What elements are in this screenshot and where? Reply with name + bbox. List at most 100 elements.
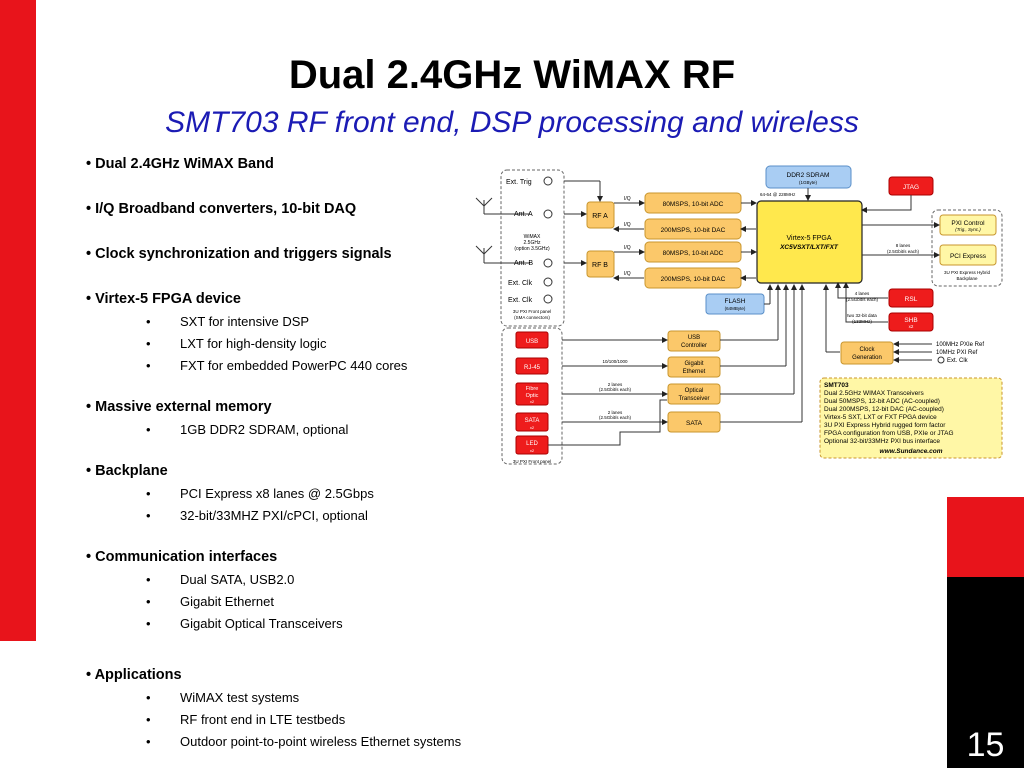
iq-label: I/Q bbox=[624, 196, 631, 202]
rj45-connector-label: RJ-45 bbox=[524, 365, 541, 371]
iq-label: I/Q bbox=[624, 271, 631, 277]
rf-a-label: RF A bbox=[592, 213, 608, 220]
fibre-optic-label: Fibre bbox=[526, 386, 539, 392]
led-connector-count-label: x2 bbox=[530, 448, 535, 453]
gigabit-ethernet-block bbox=[667, 356, 721, 378]
rj45-connector bbox=[515, 357, 549, 375]
bullet-dot: • bbox=[86, 291, 96, 307]
sata-connector-count-label: x2 bbox=[530, 425, 535, 430]
sub-bullet: Outdoor point-to-point wireless Ethernet… bbox=[86, 731, 516, 753]
rsl-lanes-sub-label: (2.5Gbit/s each) bbox=[846, 297, 879, 302]
gigabit-ethernet-sub-label: Ethernet bbox=[683, 369, 706, 375]
bullet-heading: • I/Q Broadband converters, 10-bit DAQ bbox=[86, 201, 516, 218]
clock-generation-label: Clock bbox=[859, 347, 875, 353]
pci-express-label: PCI Express bbox=[950, 253, 987, 260]
pci-express-block bbox=[939, 244, 997, 266]
rsl-lanes-label: 4 lanes bbox=[855, 291, 870, 296]
backplane-label: 3U PXI Express Hybrid bbox=[944, 270, 991, 275]
flash-size-label: (64MByte) bbox=[725, 306, 746, 311]
bullet-text: Communication interfaces bbox=[95, 549, 278, 565]
antenna-icon bbox=[475, 245, 530, 264]
gigabit-ethernet-label: Gigabit bbox=[684, 361, 703, 367]
bullet-dot: • bbox=[86, 667, 95, 683]
pcie-lanes-sub-label: (2.5Gbit/s each) bbox=[887, 249, 920, 254]
bullet-text: Virtex-5 FPGA device bbox=[95, 291, 241, 307]
pxi-control-sub-label: (Trig., Sync.) bbox=[955, 227, 981, 232]
fpga-block bbox=[756, 200, 863, 284]
shb-bus-label: two 32-bit data bbox=[847, 313, 877, 318]
iq-label: I/Q bbox=[624, 222, 631, 228]
bullet-heading: • Dual 2.4GHz WiMAX Band bbox=[86, 156, 516, 173]
ant-b-label: Ant. B bbox=[514, 260, 533, 267]
fpga-part-label: XC5VSXT/LXT/FXT bbox=[779, 244, 839, 251]
pxi-ref-label: 10MHz PXI Ref bbox=[936, 350, 978, 356]
bullet-heading: • Massive external memory bbox=[86, 399, 516, 416]
spec-lines: SMT703 Dual 2.5GHz WIMAX Transceivers Du… bbox=[824, 382, 954, 445]
ext-clk-label: Ext. Clk bbox=[508, 297, 533, 304]
sub-bullet: WiMAX test systems bbox=[86, 687, 516, 709]
backplane-sub-label: Backplane bbox=[956, 276, 978, 281]
block-diagram: Ext. Trig Ant. A WiMAX 2.5GHz (option 3.… bbox=[475, 165, 1003, 465]
usb-controller-sub-label: Controller bbox=[681, 343, 707, 349]
spec-line: Virtex-5 SXT, LXT or FXT FPGA device bbox=[824, 414, 937, 421]
optical-transceiver-label: Optical bbox=[685, 388, 704, 394]
rsl-block bbox=[888, 288, 934, 308]
sub-bullet: Gigabit Ethernet bbox=[86, 591, 516, 613]
jtag-label: JTAG bbox=[903, 184, 919, 191]
connector-icon bbox=[543, 176, 553, 186]
bullet-dot: • bbox=[86, 201, 96, 217]
flash-label: FLASH bbox=[725, 298, 746, 305]
sub-bullet: 32-bit/33MHZ PXI/cPCI, optional bbox=[86, 505, 516, 527]
rf-b-block bbox=[586, 250, 615, 278]
optical-lanes-label: 2 lanes bbox=[608, 382, 623, 387]
bullet-heading: • Communication interfaces bbox=[86, 549, 516, 566]
bullet-text: Backplane bbox=[95, 463, 168, 479]
bullet-dot: • bbox=[86, 399, 96, 415]
rf-a-block bbox=[586, 201, 615, 229]
sub-bullet: RF front end in LTE testbeds bbox=[86, 709, 516, 731]
pcie-lanes-label: 8 lanes bbox=[896, 243, 911, 248]
connector-icon bbox=[543, 277, 553, 287]
spec-line: Dual 2.5GHz WIMAX Transceivers bbox=[824, 390, 924, 397]
bullet-text: Dual 2.4GHz WiMAX Band bbox=[95, 156, 274, 172]
usb-connector-label: USB bbox=[526, 339, 538, 345]
bullet-dot: • bbox=[86, 156, 96, 172]
led-connector-label: LED bbox=[526, 441, 538, 447]
dac-label-2: 200MSPS, 10-bit DAC bbox=[661, 276, 726, 283]
ddr2-size-label: (1GByte) bbox=[799, 180, 818, 185]
shb-bus-sub-label: (133MHz) bbox=[852, 319, 872, 324]
pxie-ref-label: 100MHz PXIe Ref bbox=[936, 342, 984, 348]
wimax-freq-label: 2.5GHz bbox=[524, 240, 541, 246]
connector-icon bbox=[543, 209, 553, 219]
sub-bullet: 1GB DDR2 SDRAM, optional bbox=[86, 419, 516, 441]
bullet-heading: • Virtex-5 FPGA device bbox=[86, 291, 516, 308]
front-panel-label: 3U PXI Front panel bbox=[513, 309, 551, 314]
bullet-dot: • bbox=[86, 549, 96, 565]
slide-title: Dual 2.4GHz WiMAX RF bbox=[288, 53, 736, 97]
sata-label: SATA bbox=[686, 420, 703, 427]
sub-bullet: FXT for embedded PowerPC 440 cores bbox=[86, 355, 516, 377]
ext-trig-label: Ext. Trig bbox=[506, 179, 532, 186]
fibre-optic-sub-label: Optic bbox=[526, 393, 539, 399]
adc-label-2: 80MSPS, 10-bit ADC bbox=[663, 250, 724, 257]
wimax-option-label: (option 3.5GHz) bbox=[514, 246, 550, 252]
dac-label-1: 200MSPS, 10-bit DAC bbox=[661, 227, 726, 234]
pxi-control-label: PXI Control bbox=[951, 220, 985, 227]
fibre-optic-connector bbox=[515, 382, 549, 406]
front-panel-bottom-label: 3U PXI Front panel bbox=[513, 459, 551, 464]
front-panel-box bbox=[500, 169, 565, 327]
bullet-heading: • Applications bbox=[86, 667, 516, 684]
rsl-label: RSL bbox=[905, 296, 918, 303]
corner-black-block bbox=[947, 577, 1024, 768]
spec-line: Optional 32-bit/33MHz PXI bus interface bbox=[824, 438, 940, 445]
shb-block bbox=[888, 312, 934, 332]
antenna-icon bbox=[475, 197, 530, 215]
ethernet-speed-label: 10/100/1000 bbox=[602, 359, 628, 364]
shb-count-label: x2 bbox=[909, 324, 914, 329]
connector-icon bbox=[543, 294, 553, 304]
fpga-label: Virtex-5 FPGA bbox=[787, 235, 832, 242]
wimax-label: WiMAX bbox=[524, 234, 541, 240]
sub-bullet: LXT for high-density logic bbox=[86, 333, 516, 355]
spec-line: FPGA configuration from USB, PXIe or JTA… bbox=[824, 430, 954, 437]
sub-bullet: Gigabit Optical Transceivers bbox=[86, 613, 516, 635]
